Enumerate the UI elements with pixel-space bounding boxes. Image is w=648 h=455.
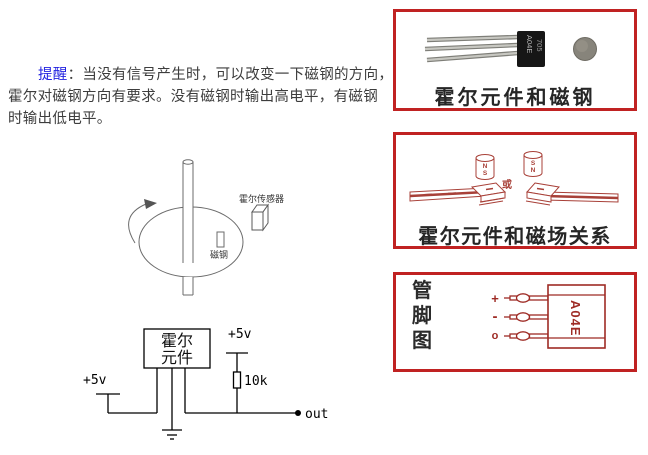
- pinout-title: 管脚图: [412, 280, 432, 352]
- pin-middle-icon: [504, 312, 549, 322]
- ground-icon: [162, 368, 182, 440]
- pinout-chip-icon: [547, 284, 606, 349]
- to92-legs-icon: [424, 34, 519, 63]
- right-hall-chip-icon: [525, 182, 560, 206]
- note-line-3: 时输出低电平。: [8, 111, 112, 127]
- hall-component-box: [143, 328, 211, 369]
- component-label-2: 元件: [161, 349, 193, 367]
- hall-magnet-photo: A04E 705: [424, 31, 597, 67]
- pullup-resistor: [226, 352, 248, 413]
- panel1-caption: 霍尔元件和磁钢: [434, 87, 596, 109]
- left-pole-top-label: N: [483, 163, 488, 170]
- panel-hall-and-magnet: A04E 705 霍尔元件和磁钢: [393, 9, 637, 111]
- right-magnet-cylinder-icon: [523, 151, 543, 177]
- output-node-dot: [295, 410, 301, 416]
- note-text-1: ：当没有信号产生时，可以改变一下磁钢的方向，: [67, 67, 394, 83]
- note-line-2: 霍尔对磁钢方向有要求。没有磁钢时输出高电平，有磁钢: [8, 89, 378, 105]
- vcc-left-label: +5v: [83, 373, 107, 388]
- to92-package-icon: A04E 705: [517, 31, 545, 67]
- to92-marking-2: 705: [535, 39, 544, 52]
- note-line-1: 提醒：当没有信号产生时，可以改变一下磁钢的方向，: [8, 63, 418, 84]
- disk-magnet-icon: [216, 231, 225, 248]
- panel-pinout: 管脚图: [393, 272, 637, 372]
- note-label: 提醒: [38, 67, 68, 83]
- disk-diagram: 霍尔传感器 磁钢: [128, 159, 284, 296]
- output-wire: [184, 368, 298, 414]
- hall-sensor-icon: [251, 203, 269, 232]
- rotation-arrow-icon: [128, 199, 157, 244]
- pin-bottom-icon: [504, 331, 549, 341]
- left-hall-chip-icon: [470, 182, 507, 206]
- circuit-diagram: 霍尔 元件 +5v +5v 10k out: [83, 327, 328, 440]
- pin-plus-label: +: [491, 291, 499, 306]
- sensor-label: 霍尔传感器: [239, 193, 284, 204]
- field-relation-drawing: N S S N 或: [409, 151, 619, 206]
- right-pole-bottom-label: N: [531, 167, 536, 174]
- left-pole-bottom-label: S: [483, 170, 488, 177]
- right-strip-icon: [544, 191, 619, 203]
- pinout-chip-label: A04E: [568, 300, 583, 337]
- left-magnet-cylinder-icon: [475, 154, 495, 180]
- output-label: out: [305, 407, 328, 422]
- right-pole-top-label: S: [531, 160, 536, 167]
- pinout-drawing: + - o A04E: [491, 284, 606, 349]
- vcc-right-label: +5v: [228, 327, 252, 342]
- vcc-left-wire: [96, 368, 158, 414]
- panel-field-relation: N S S N 或 霍尔元件和磁场关系: [393, 132, 637, 249]
- shaft-icon: [182, 159, 194, 296]
- pin-top-icon: [504, 293, 549, 303]
- component-label-1: 霍尔: [161, 332, 193, 350]
- resistor-label: 10k: [244, 374, 268, 389]
- pin-out-label: o: [492, 330, 499, 342]
- magnet-label: 磁钢: [210, 249, 228, 260]
- to92-marking-1: A04E: [525, 35, 534, 53]
- pin-minus-label: -: [493, 308, 498, 325]
- panel2-caption: 霍尔元件和磁场关系: [418, 226, 612, 248]
- or-label: 或: [502, 178, 512, 191]
